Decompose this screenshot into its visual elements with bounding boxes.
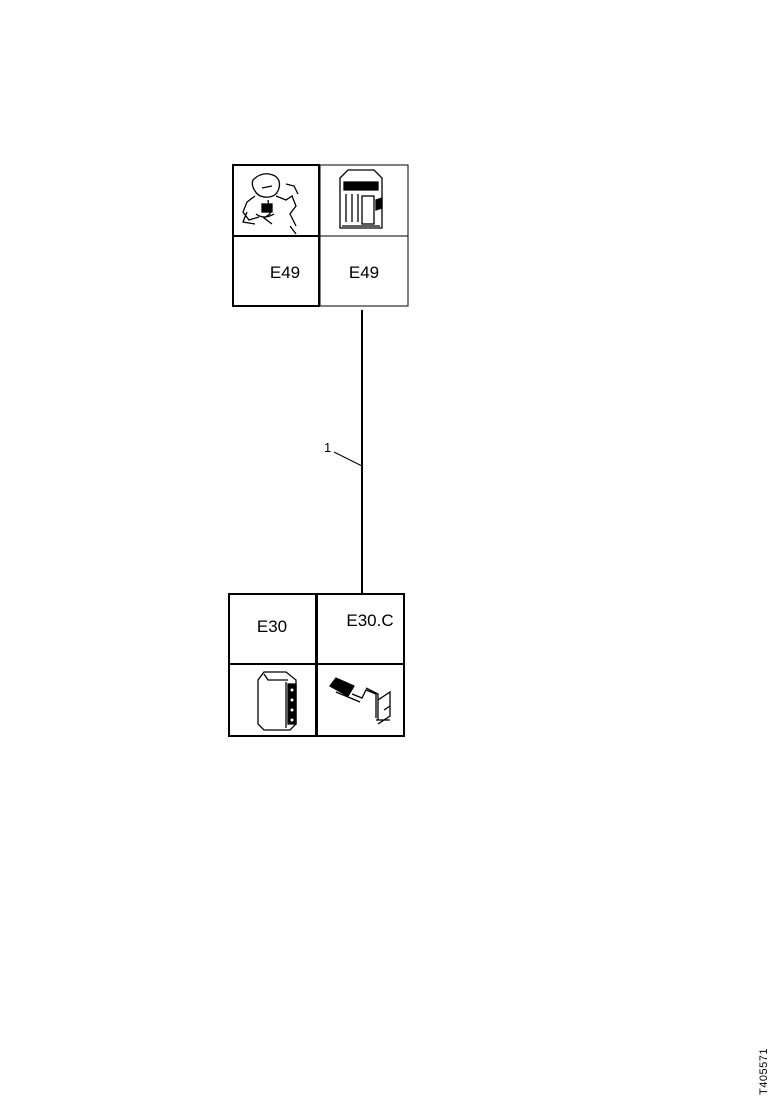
top-left-label-cell <box>232 235 320 307</box>
top-connector: E49 E49 <box>232 164 409 307</box>
top-left-icon-cell <box>232 164 320 237</box>
bottom-left-icon-cell <box>228 663 317 737</box>
callout-leader <box>333 451 363 467</box>
bottom-left-label: E30 <box>257 617 287 636</box>
document-id: T405571 <box>758 1048 770 1095</box>
bottom-connector: E30 E30.C <box>228 593 405 737</box>
bottom-right-icon-cell <box>316 663 405 737</box>
bracket-connector-icon <box>329 677 391 725</box>
top-right-label-cell <box>319 235 409 307</box>
bottom-right-label: E30.C <box>346 611 393 630</box>
wire-callout-label: 1 <box>324 440 331 455</box>
connector-block-icon <box>257 671 297 731</box>
top-left-label: E49 <box>270 263 300 282</box>
top-right-label: E49 <box>349 263 379 282</box>
component-sketch-icon <box>242 173 299 235</box>
connector-housing-icon <box>339 169 383 229</box>
